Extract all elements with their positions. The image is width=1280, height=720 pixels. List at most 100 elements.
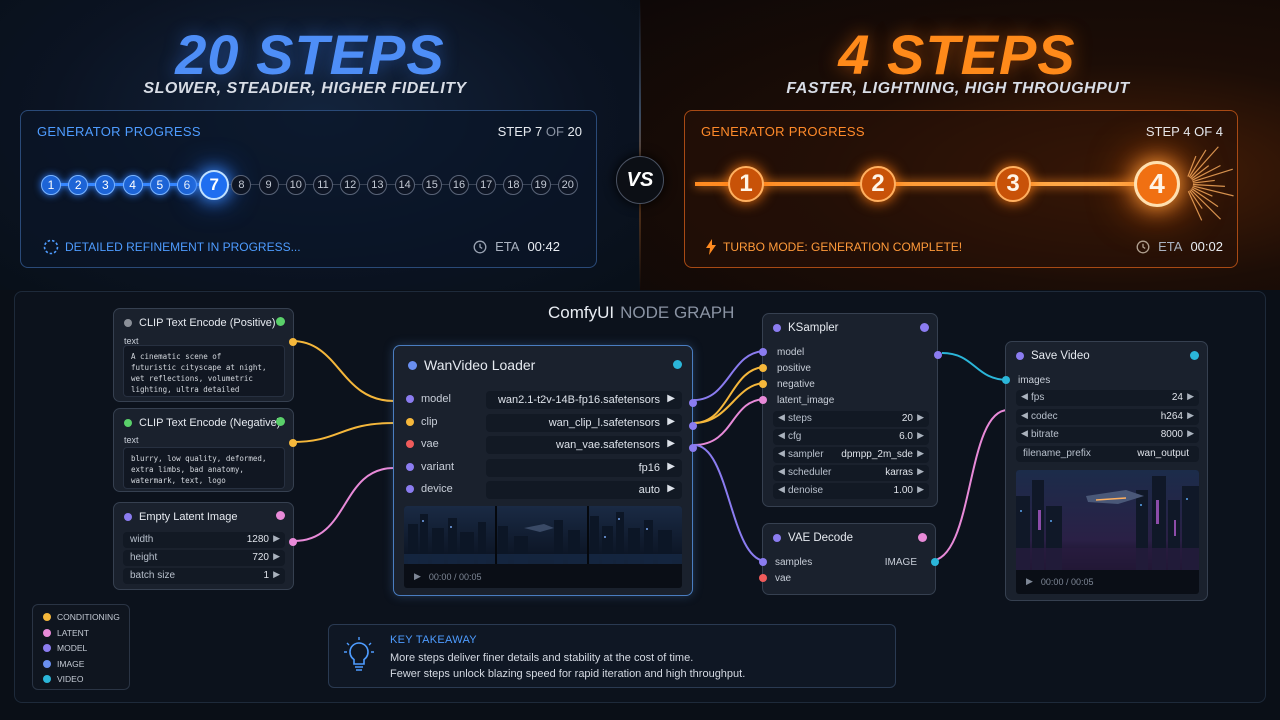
arrow-left-icon[interactable]: ◀ bbox=[1021, 391, 1028, 401]
input-pin-latent_image[interactable] bbox=[759, 396, 767, 404]
chevron-right-icon[interactable]: ▶ bbox=[667, 460, 675, 472]
node-header: KSampler bbox=[773, 322, 839, 334]
text-area[interactable]: blurry, low quality, deformed, extra lim… bbox=[123, 447, 285, 489]
arrow-right-icon[interactable]: ▶ bbox=[917, 448, 924, 458]
output-dot[interactable] bbox=[920, 323, 929, 332]
latent-output[interactable] bbox=[934, 351, 942, 359]
takeaway-line-2: Fewer steps unlock blazing speed for rap… bbox=[390, 668, 746, 680]
select-device[interactable]: auto▶ bbox=[486, 481, 682, 499]
track-line bbox=[51, 184, 568, 185]
video-time: 00:00 / 00:05 bbox=[1040, 576, 1094, 587]
step-dot-8: 8 bbox=[231, 175, 252, 195]
node-vae-decode[interactable]: VAE Decode samples vae IMAGE bbox=[759, 523, 939, 595]
input-pin-device[interactable] bbox=[406, 485, 414, 493]
node-title: KSampler bbox=[788, 322, 839, 334]
arrow-left-icon[interactable]: ◀ bbox=[778, 466, 785, 476]
arrow-right-icon[interactable]: ▶ bbox=[1187, 428, 1194, 438]
vae-input[interactable] bbox=[759, 574, 767, 582]
chevron-right-icon[interactable]: ▶ bbox=[667, 393, 675, 404]
chevron-right-icon[interactable]: ▶ bbox=[667, 415, 675, 427]
conditioning-output[interactable] bbox=[289, 338, 297, 346]
arrow-left-icon[interactable]: ◀ bbox=[1021, 409, 1028, 420]
widget-value: 1280 bbox=[246, 534, 269, 545]
arrow-right-icon[interactable]: ▶ bbox=[917, 412, 924, 422]
images-input[interactable] bbox=[1002, 376, 1010, 384]
output-dot[interactable] bbox=[918, 533, 927, 542]
arrow-right-icon[interactable]: ▶ bbox=[273, 551, 280, 561]
arrow-right-icon[interactable]: ▶ bbox=[1187, 409, 1194, 420]
arrow-right-icon[interactable]: ▶ bbox=[1187, 391, 1194, 401]
output-pin-2[interactable] bbox=[689, 422, 697, 430]
chevron-right-icon[interactable]: ▶ bbox=[667, 438, 675, 449]
input-pin-clip[interactable] bbox=[406, 417, 414, 426]
node-clip-positive[interactable]: CLIP Text Encode (Positive) text A cinem… bbox=[113, 308, 297, 402]
legend-color-dot bbox=[43, 644, 51, 652]
arrow-right-icon[interactable]: ▶ bbox=[917, 484, 924, 494]
arrow-right-icon[interactable]: ▶ bbox=[917, 466, 924, 476]
input-pin-positive[interactable] bbox=[759, 364, 767, 372]
arrow-left-icon[interactable]: ◀ bbox=[778, 430, 785, 440]
legend-item: IMAGE bbox=[43, 659, 84, 669]
play-icon[interactable]: ▶ bbox=[414, 571, 421, 581]
conditioning-output[interactable] bbox=[289, 439, 297, 447]
select-clip[interactable]: wan_clip_l.safetensors▶ bbox=[486, 413, 682, 432]
play-icon[interactable]: ▶ bbox=[1026, 576, 1033, 586]
output-dot[interactable] bbox=[1190, 351, 1199, 360]
arrow-left-icon[interactable]: ◀ bbox=[778, 412, 785, 422]
arrow-left-icon[interactable]: ◀ bbox=[1021, 428, 1028, 438]
video-output-preview[interactable]: ▶ 00:00 / 00:05 bbox=[1016, 470, 1199, 594]
output-dot[interactable] bbox=[276, 511, 285, 520]
output-dot[interactable] bbox=[276, 317, 285, 326]
arrow-left-icon[interactable]: ◀ bbox=[778, 484, 785, 494]
input-pin-vae[interactable] bbox=[406, 440, 414, 448]
input-pin-model[interactable] bbox=[406, 395, 414, 403]
takeaway-line-1: More steps deliver finer details and sta… bbox=[390, 652, 694, 664]
output-pin-3[interactable] bbox=[689, 444, 697, 452]
arrow-right-icon[interactable]: ▶ bbox=[917, 430, 924, 440]
image-output[interactable] bbox=[931, 558, 939, 566]
samples-input[interactable] bbox=[759, 558, 767, 566]
text-area[interactable]: A cinematic scene of futuristic cityscap… bbox=[123, 345, 285, 397]
video-preview[interactable]: ▶00:00 / 00:05 bbox=[404, 506, 682, 588]
arrow-right-icon[interactable]: ▶ bbox=[273, 569, 280, 579]
chevron-right-icon[interactable]: ▶ bbox=[667, 483, 675, 494]
arrow-right-icon[interactable]: ▶ bbox=[273, 533, 280, 543]
select-variant[interactable]: fp16▶ bbox=[486, 458, 682, 477]
node-status-dot bbox=[1016, 352, 1024, 360]
graph-title-suffix: NODE GRAPH bbox=[620, 303, 735, 322]
lightning-icon bbox=[706, 239, 716, 255]
output-dot[interactable] bbox=[276, 417, 285, 426]
output-dot[interactable] bbox=[673, 360, 682, 369]
input-pin-negative[interactable] bbox=[759, 380, 767, 388]
node-header: Save Video bbox=[1016, 350, 1090, 362]
node-status-dot bbox=[124, 319, 132, 327]
output-pin-1[interactable] bbox=[689, 399, 697, 407]
arrow-left-icon[interactable]: ◀ bbox=[778, 448, 785, 458]
node-clip-negative[interactable]: CLIP Text Encode (Negative) text blurry,… bbox=[113, 408, 297, 492]
select-model[interactable]: wan2.1-t2v-14B-fp16.safetensors▶ bbox=[486, 391, 682, 409]
select-vae[interactable]: wan_vae.safetensors▶ bbox=[486, 436, 682, 454]
widget-value: 8000 bbox=[1160, 429, 1183, 440]
eta-value: 00:42 bbox=[527, 239, 560, 254]
legend-item: VIDEO bbox=[43, 674, 83, 684]
input-pin-variant[interactable] bbox=[406, 462, 414, 471]
input-pin-model[interactable] bbox=[759, 348, 767, 356]
latent-output[interactable] bbox=[289, 538, 297, 546]
